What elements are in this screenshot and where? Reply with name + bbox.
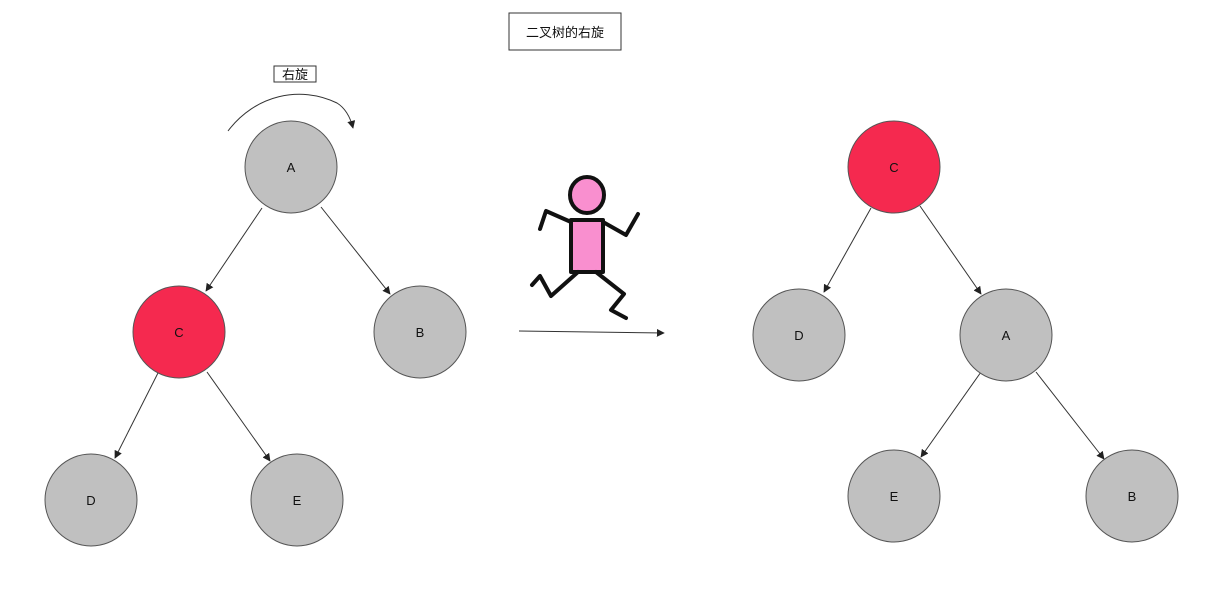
tree-node: A: [959, 288, 1053, 382]
after-tree: C D A E B: [752, 120, 1179, 543]
diagram-title: 二叉树的右旋: [526, 25, 604, 40]
node-label: A: [1002, 328, 1011, 343]
tree-node: A: [244, 120, 338, 214]
before-tree-edges: [114, 206, 391, 462]
curved-arrow-icon: [227, 93, 356, 132]
node-label: E: [890, 489, 899, 504]
node-label: E: [293, 493, 302, 508]
edge-c-d: [114, 370, 160, 459]
node-label: B: [1128, 489, 1137, 504]
rotation-label-box: 右旋: [273, 65, 317, 83]
tree-node: C: [132, 285, 226, 379]
after-tree-edges: [823, 205, 1105, 460]
edge-c-a: [919, 205, 982, 295]
edge-a-c: [205, 207, 263, 292]
right-arrow-icon: [518, 328, 665, 337]
node-label: D: [86, 493, 95, 508]
edge-a-e: [920, 371, 982, 458]
edge-a-b: [1035, 371, 1105, 460]
node-label: C: [889, 160, 898, 175]
tree-node: C: [847, 120, 941, 214]
before-tree: A C B D E: [44, 120, 467, 547]
node-label: A: [287, 160, 296, 175]
tree-node: E: [250, 453, 344, 547]
title-box: 二叉树的右旋: [508, 12, 622, 51]
running-person-icon: [530, 175, 640, 320]
tree-node: B: [1085, 449, 1179, 543]
tree-node: D: [752, 288, 846, 382]
edge-c-e: [206, 371, 271, 462]
node-label: D: [794, 328, 803, 343]
tree-node: D: [44, 453, 138, 547]
edge-a-b: [320, 206, 391, 295]
edge-c-d: [823, 207, 872, 293]
tree-node: E: [847, 449, 941, 543]
node-label: B: [416, 325, 425, 340]
tree-node: B: [373, 285, 467, 379]
rotation-label: 右旋: [282, 67, 308, 82]
node-label: C: [174, 325, 183, 340]
